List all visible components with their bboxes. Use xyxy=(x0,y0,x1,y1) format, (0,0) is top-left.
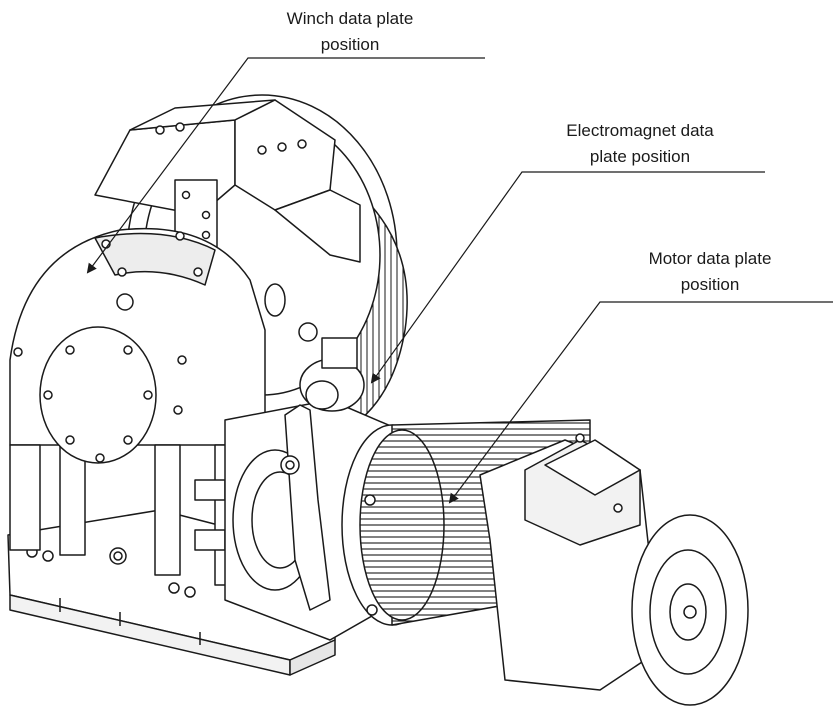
electromagnet-label-line1: Electromagnet data xyxy=(566,121,714,140)
winch-label-line1: Winch data plate xyxy=(286,9,414,28)
electromagnet-data-plate-label: Electromagnet data plate position xyxy=(525,118,755,170)
motor-label-line1: Motor data plate xyxy=(648,249,772,268)
winch-label-line2: position xyxy=(320,35,380,54)
motor-callout-leader xyxy=(448,301,833,504)
winch-data-plate-label: Winch data plate position xyxy=(250,6,450,58)
winch-callout-leader xyxy=(86,57,485,274)
top-brackets xyxy=(94,99,361,263)
motor-data-plate-label: Motor data plate position xyxy=(605,246,815,298)
gearbox-cover xyxy=(13,326,187,464)
electromagnet-callout-leader xyxy=(370,171,765,384)
motor xyxy=(341,419,749,706)
motor-label-line2: position xyxy=(680,275,740,294)
electromagnet-label-line2: plate position xyxy=(589,147,691,166)
